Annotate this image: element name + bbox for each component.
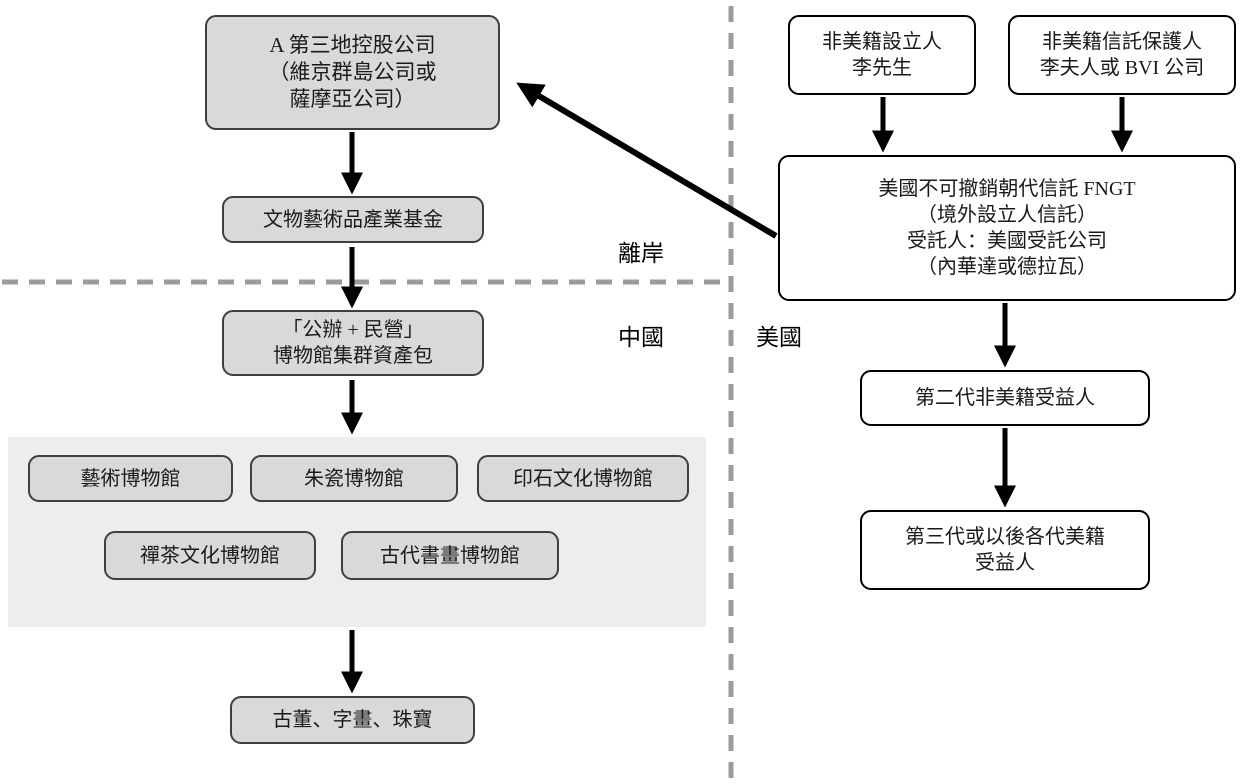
assets-label: 古董、字畫、珠寶 xyxy=(272,709,433,731)
museum-label: 禪茶文化博物館 xyxy=(140,544,280,567)
trust-line3: 受託人：美國受託公司 xyxy=(907,230,1107,252)
museum-box-seal-stone: 印石文化博物館 xyxy=(477,455,689,502)
museum-package-box: 「公辦 + 民營」 博物館集群資產包 xyxy=(222,310,484,376)
museum-package-line1: 「公辦 + 民營」 xyxy=(282,319,424,341)
museum-box-zen-tea: 禪茶文化博物館 xyxy=(104,531,316,580)
museum-label: 印石文化博物館 xyxy=(513,467,653,490)
beneficiary-gen3-box: 第三代或以後各代美籍 受益人 xyxy=(860,510,1150,590)
museum-label: 古代書畫博物館 xyxy=(380,544,520,567)
region-label-china: 中國 xyxy=(618,325,664,350)
settlor-box: 非美籍設立人 李先生 xyxy=(788,15,976,95)
protector-box: 非美籍信託保護人 李夫人或 BVI 公司 xyxy=(1008,15,1236,95)
museum-label: 朱瓷博物館 xyxy=(304,467,404,490)
museum-box-ancient-painting: 古代書畫博物館 xyxy=(341,531,559,580)
holding-company-line1: A 第三地控股公司 xyxy=(269,32,436,57)
museum-label: 藝術博物館 xyxy=(80,467,181,490)
fund-label: 文物藝術品產業基金 xyxy=(263,208,443,231)
beneficiary-gen2-label: 第二代非美籍受益人 xyxy=(915,387,1095,409)
assets-box: 古董、字畫、珠寶 xyxy=(230,696,475,744)
trust-line4: （內華達或德拉瓦） xyxy=(917,256,1097,278)
beneficiary-gen3-line2: 受益人 xyxy=(975,552,1035,574)
holding-company-box: A 第三地控股公司 （維京群島公司或 薩摩亞公司） xyxy=(205,15,500,130)
trust-line1: 美國不可撤銷朝代信託 FNGT xyxy=(878,178,1136,200)
region-label-usa: 美國 xyxy=(756,325,802,350)
protector-line2: 李夫人或 BVI 公司 xyxy=(1039,57,1205,79)
beneficiary-gen2-box: 第二代非美籍受益人 xyxy=(860,370,1150,426)
beneficiary-gen3-line1: 第三代或以後各代美籍 xyxy=(905,526,1105,548)
holding-company-line2: （維京群島公司或 xyxy=(268,59,437,84)
settlor-line1: 非美籍設立人 xyxy=(822,31,942,53)
protector-line1: 非美籍信託保護人 xyxy=(1042,31,1202,53)
trust-line2: （境外設立人信託） xyxy=(917,204,1097,226)
trust-box: 美國不可撤銷朝代信託 FNGT （境外設立人信託） 受託人：美國受託公司 （內華… xyxy=(778,155,1236,301)
museum-package-line2: 博物館集群資產包 xyxy=(273,345,433,367)
fund-box: 文物藝術品產業基金 xyxy=(222,196,484,243)
museum-box-porcelain: 朱瓷博物館 xyxy=(250,455,458,502)
arrow-trust-to-holding xyxy=(516,82,778,239)
museum-box-art: 藝術博物館 xyxy=(28,455,233,502)
region-label-offshore: 離岸 xyxy=(618,241,664,266)
holding-company-line3: 薩摩亞公司） xyxy=(289,87,416,112)
settlor-line2: 李先生 xyxy=(852,57,912,79)
